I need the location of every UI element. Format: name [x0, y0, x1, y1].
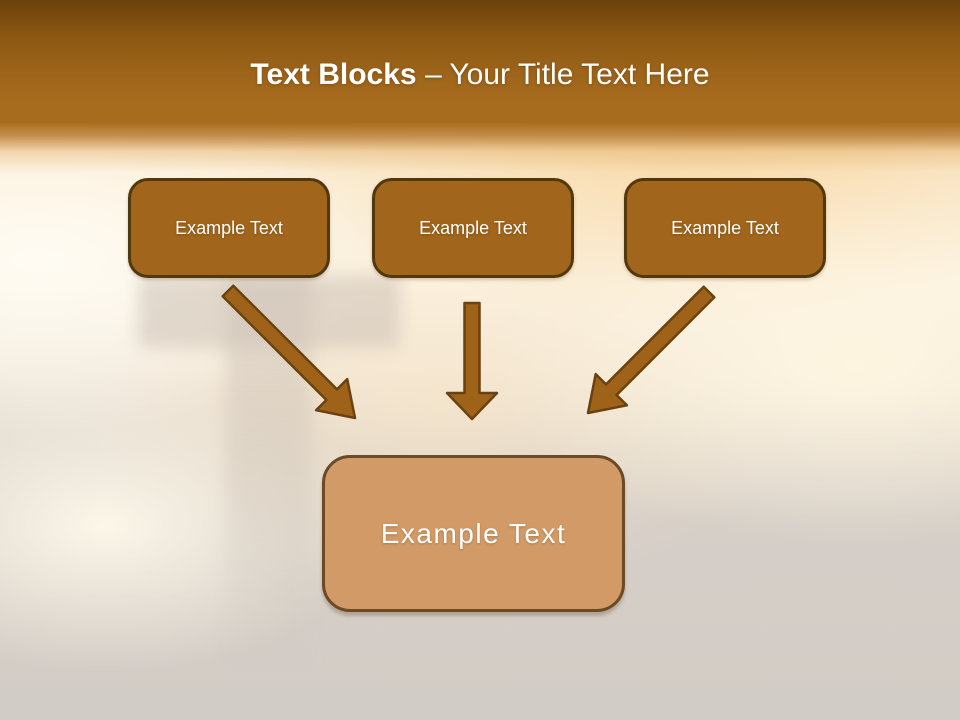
arrow-down-icon[interactable]: [445, 301, 499, 421]
arrow-down-left-icon[interactable]: [586, 285, 716, 415]
text-block-1-label: Example Text: [175, 217, 283, 238]
header-band: [0, 0, 960, 172]
center-text-block[interactable]: Example Text: [322, 455, 625, 612]
center-text-block-label: Example Text: [380, 517, 567, 549]
slide-title-rest: – Your Title Text Here: [424, 58, 710, 91]
text-block-2[interactable]: Example Text: [372, 178, 574, 278]
slide-title-bold: Text Blocks: [250, 58, 417, 91]
cross-silhouette-post: [226, 276, 312, 696]
text-block-3[interactable]: Example Text: [624, 178, 826, 278]
arrow-down-right-icon[interactable]: [221, 284, 357, 420]
slide-title[interactable]: Text Blocks – Your Title Text Here: [0, 56, 960, 94]
text-block-1[interactable]: Example Text: [128, 178, 330, 278]
text-block-2-label: Example Text: [419, 217, 527, 238]
text-block-3-label: Example Text: [671, 217, 779, 238]
